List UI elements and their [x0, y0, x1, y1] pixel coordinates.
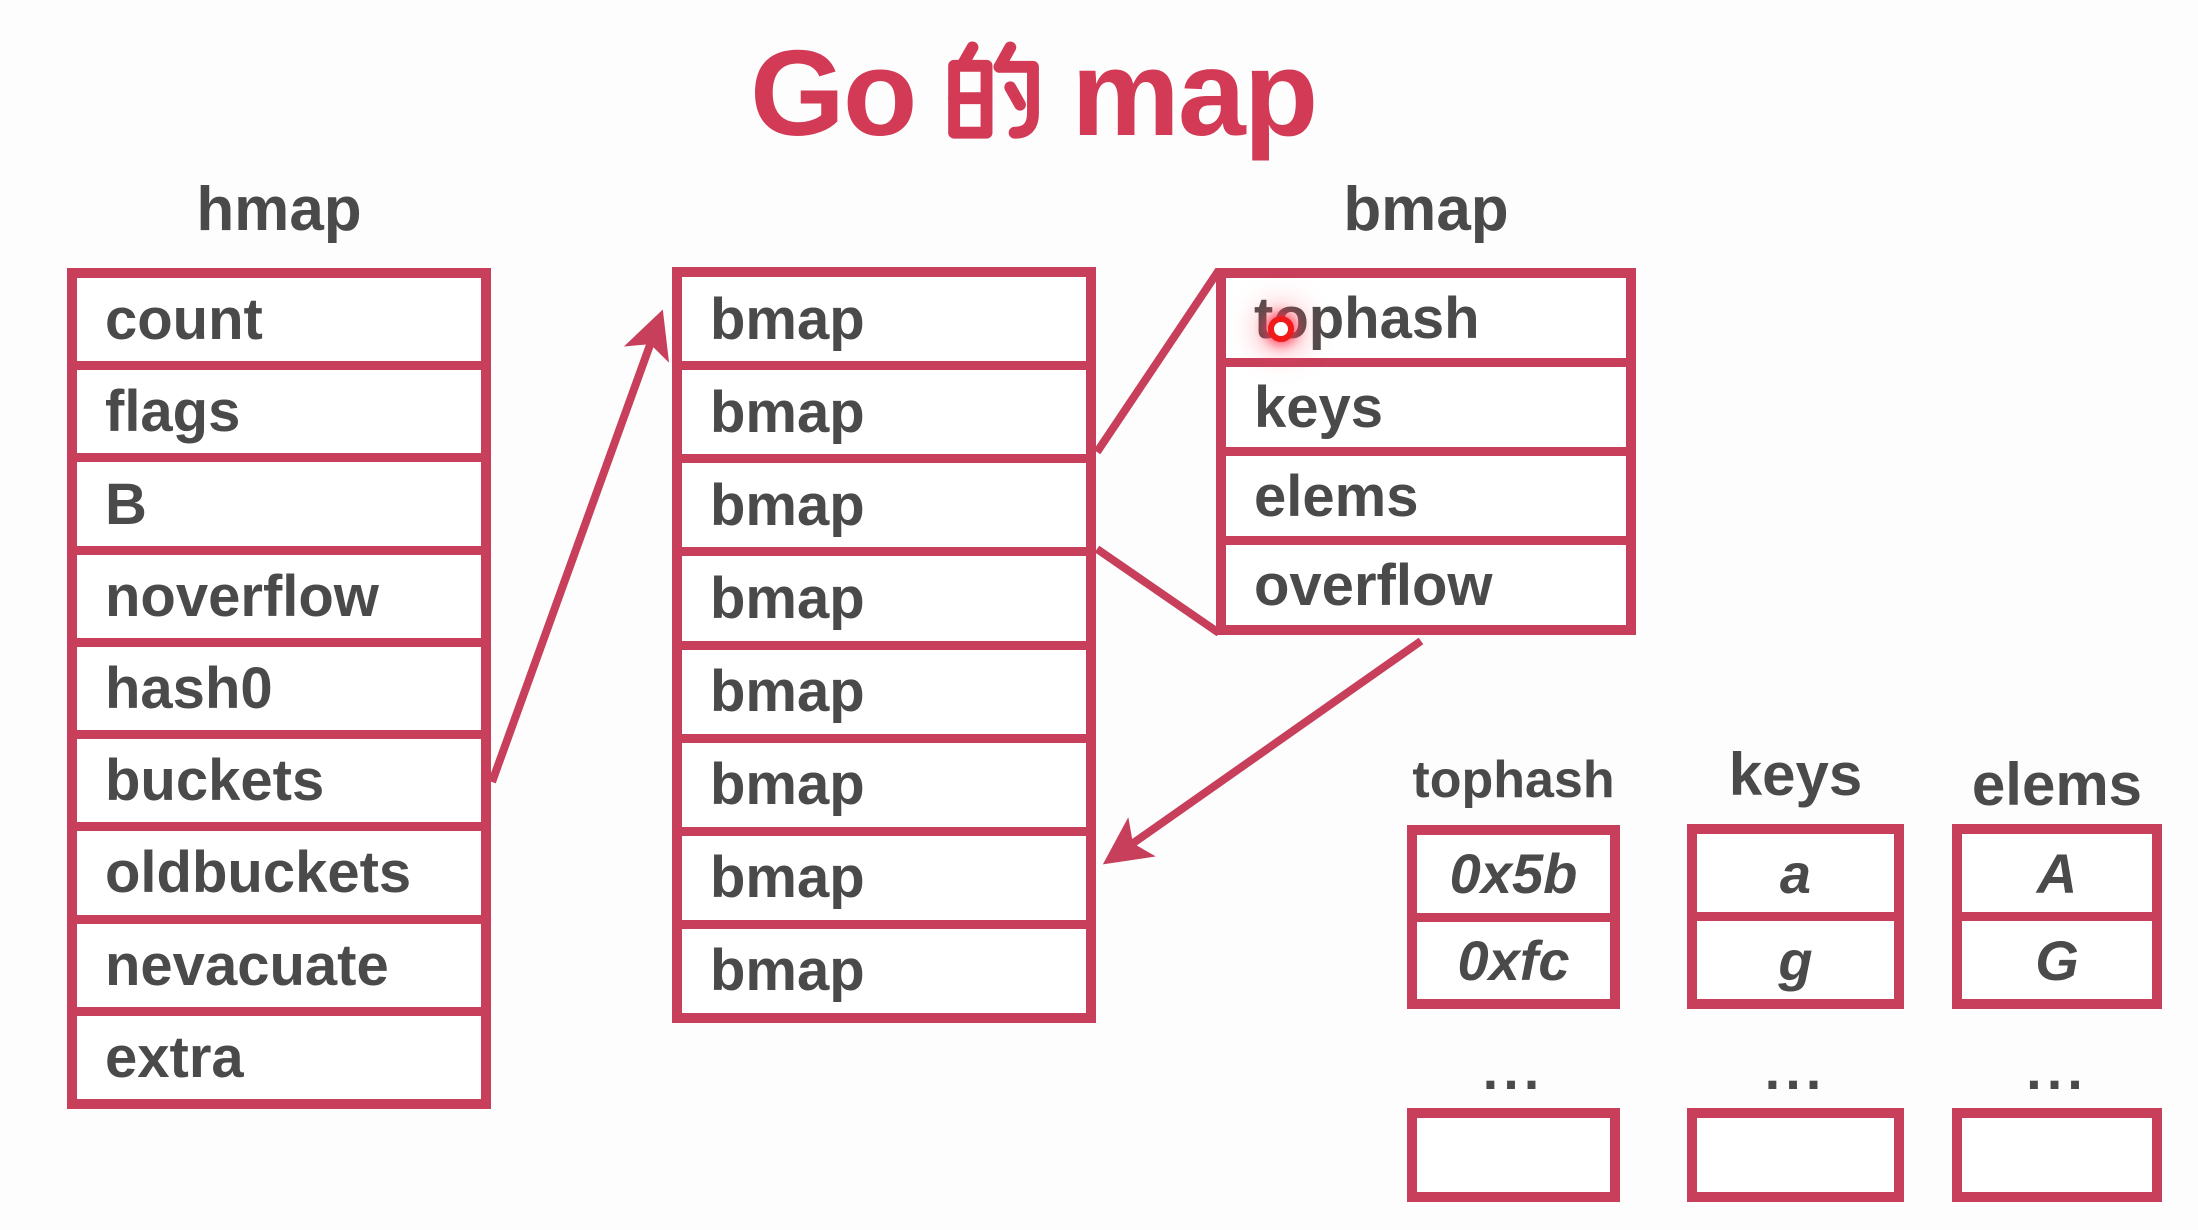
bmap-field-overflow: overflow	[1226, 536, 1626, 625]
hmap-field-extra: extra	[77, 1006, 481, 1099]
bmap-field-elems: elems	[1226, 447, 1626, 536]
detail-tophash-table: 0x5b 0xfc	[1407, 825, 1620, 1009]
bucket-row-2: bmap	[682, 454, 1086, 547]
keys-ellipsis: ...	[1764, 1038, 1827, 1101]
tophash-value-0: 0x5b	[1449, 842, 1578, 906]
hmap-field-oldbuckets: oldbuckets	[77, 822, 481, 914]
line-bucket3-to-bmap-top	[1093, 267, 1223, 455]
hmap-field-flags: flags	[77, 361, 481, 453]
bmap-field-tophash: tophash	[1254, 285, 1480, 351]
elems-value-1: G	[1962, 912, 2152, 999]
arrow-buckets-to-bucket-array	[488, 309, 670, 784]
bucket-row-6: bmap	[682, 826, 1086, 920]
detail-tophash-header: tophash	[1412, 751, 1615, 809]
chinese-character-de-icon	[948, 41, 1040, 139]
elems-value-0: A	[2036, 841, 2078, 905]
detail-elems-header: elems	[1971, 751, 2143, 818]
bucket-row-4: bmap	[682, 640, 1086, 734]
tophash-value-1: 0xfc	[1417, 912, 1610, 1000]
detail-keys-table: a g	[1687, 824, 1904, 1009]
bmap-struct-table: tophash keys elems overflow	[1216, 268, 1636, 635]
bucket-row-1: bmap	[682, 361, 1086, 454]
hmap-field-noverflow: noverflow	[77, 545, 481, 638]
bmap-label: bmap	[1343, 175, 1509, 244]
hmap-label: hmap	[196, 175, 362, 244]
keys-empty-cell	[1687, 1108, 1904, 1202]
bucket-row-3: bmap	[682, 547, 1086, 640]
elems-empty-cell	[1952, 1108, 2162, 1202]
tophash-ellipsis: ...	[1482, 1038, 1545, 1101]
detail-elems-table: A G	[1952, 824, 2162, 1009]
laser-pointer-dot	[1268, 316, 1294, 342]
buckets-array-table: bmap bmap bmap bmap bmap bmap bmap bmap	[672, 267, 1096, 1023]
bucket-row-7: bmap	[682, 919, 1086, 1013]
line-bucket3-to-bmap-bottom	[1094, 545, 1222, 637]
page-title: Go map	[750, 18, 1318, 168]
hmap-field-hash0: hash0	[77, 637, 481, 730]
bmap-field-keys: keys	[1226, 358, 1626, 447]
hmap-field-count: count	[105, 287, 263, 353]
title-left: Go	[750, 25, 917, 161]
keys-value-0: a	[1779, 841, 1812, 905]
bucket-row-5: bmap	[682, 733, 1086, 827]
bucket-row-0: bmap	[710, 286, 865, 352]
tophash-empty-cell	[1407, 1108, 1620, 1202]
elems-ellipsis: ...	[2026, 1038, 2088, 1101]
keys-value-1: g	[1697, 912, 1894, 999]
hmap-table: count flags B noverflow hash0 buckets ol…	[67, 268, 491, 1109]
arrow-overflow-to-bucket7	[1102, 637, 1424, 865]
hmap-field-buckets: buckets	[77, 730, 481, 822]
hmap-field-nevacuate: nevacuate	[77, 914, 481, 1007]
detail-keys-header: keys	[1728, 741, 1863, 808]
hmap-field-b: B	[77, 453, 481, 545]
title-right: map	[1071, 25, 1318, 161]
